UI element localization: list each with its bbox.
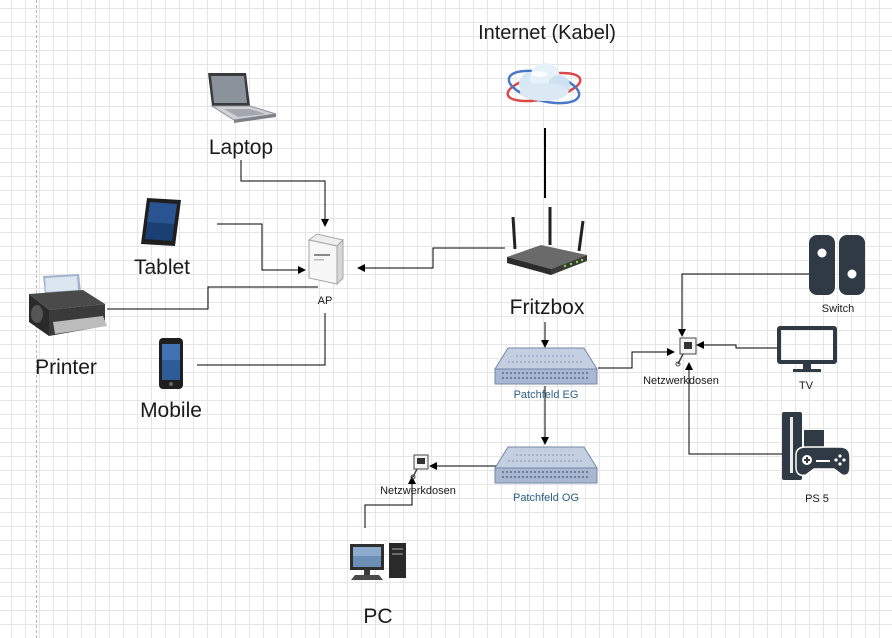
fritzbox-label: Fritzbox: [509, 296, 585, 319]
tablet-icon[interactable]: [139, 196, 183, 248]
edge-tablet-ap: [217, 223, 306, 274]
socket-left-label: Netzwerkdosen: [380, 485, 456, 497]
network-socket-icon[interactable]: [674, 337, 698, 367]
desktop-pc-icon[interactable]: [349, 542, 409, 582]
ap-label: AP: [317, 295, 333, 307]
edge-ps5-socket-right: [685, 362, 782, 455]
printer-label: Printer: [35, 356, 97, 379]
game-console-ps5-icon[interactable]: [780, 411, 854, 483]
mobile-label: Mobile: [140, 399, 202, 422]
patch-panel-eg-label: Patchfeld EG: [513, 389, 579, 401]
edge-printer-ap: [107, 286, 318, 310]
edge-mobile-ap: [197, 313, 326, 366]
edge-switch-socket-right: [678, 273, 810, 337]
socket-right-label: Netzwerkdosen: [643, 375, 719, 387]
tablet-label: Tablet: [133, 256, 191, 279]
pc-label: PC: [363, 605, 393, 628]
edge-tv-socket-right: [696, 341, 778, 349]
router-icon[interactable]: [505, 205, 589, 277]
tv-label: TV: [798, 380, 814, 392]
patch-panel-og-icon[interactable]: [494, 446, 598, 484]
switch-label: Switch: [821, 303, 855, 315]
printer-icon[interactable]: [23, 270, 109, 342]
internet-label: Internet (Kabel): [478, 22, 616, 44]
edge-laptop-ap: [240, 160, 329, 227]
ps5-label: PS 5: [805, 493, 829, 505]
game-console-switch-icon[interactable]: [808, 234, 868, 298]
patch-panel-og-label: Patchfeld OG: [512, 492, 580, 504]
television-icon[interactable]: [777, 326, 837, 374]
mobile-phone-icon[interactable]: [157, 337, 187, 391]
laptop-label: Laptop: [208, 136, 274, 159]
access-point-icon[interactable]: [305, 232, 345, 286]
internet-cloud-icon[interactable]: [503, 56, 585, 116]
edge-patch-eg-socket-right: [598, 348, 675, 369]
edge-fritzbox-ap: [357, 247, 505, 272]
edge-pc-socket-left: [364, 476, 416, 528]
network-socket-icon[interactable]: [409, 454, 431, 480]
patch-panel-eg-icon[interactable]: [494, 347, 598, 385]
laptop-icon[interactable]: [204, 70, 278, 124]
